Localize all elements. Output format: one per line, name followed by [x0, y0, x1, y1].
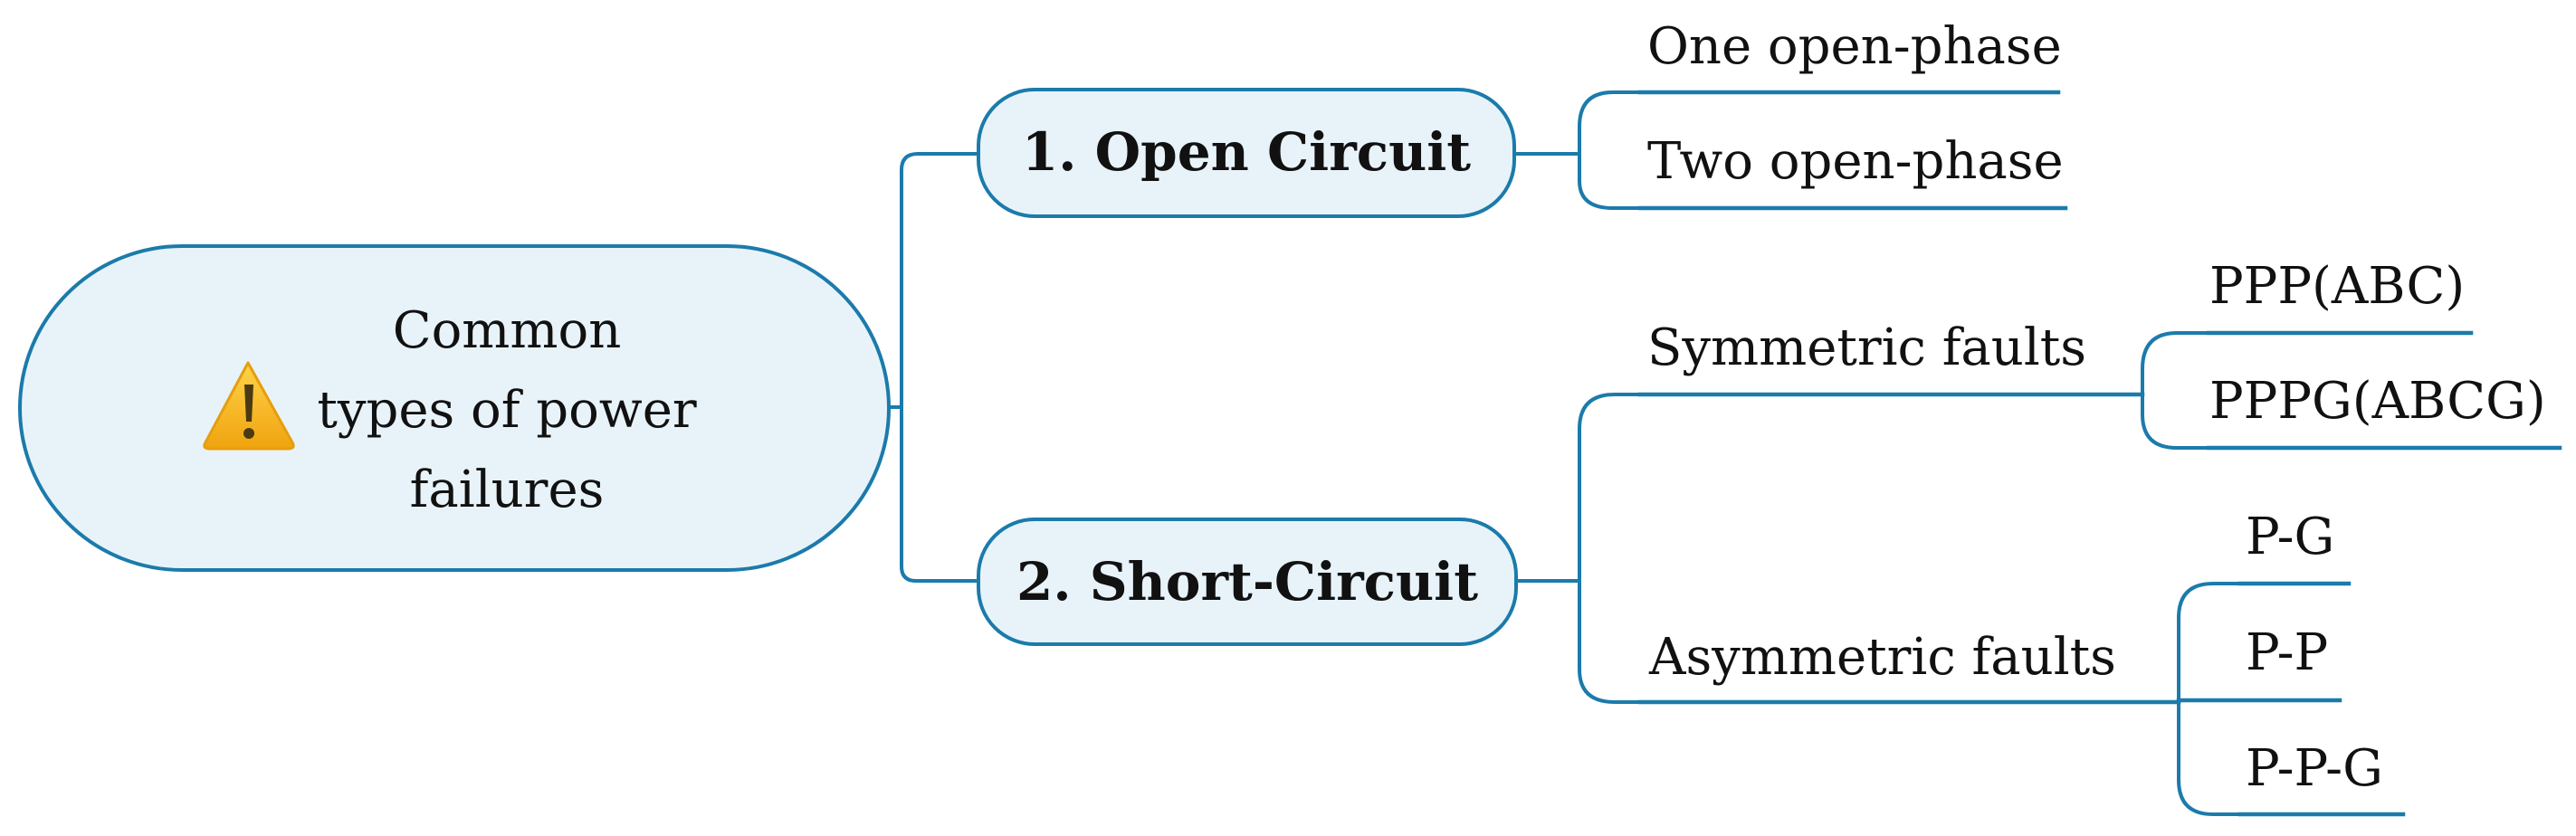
open-circuit-node [977, 88, 1516, 218]
leaf-p-p: P-P [2246, 623, 2328, 682]
group-asymmetric-faults: Asymmetric faults [1648, 628, 2116, 687]
leaf-p-p-g: P-P-G [2246, 739, 2383, 798]
open-circuit-label: 1. Open Circuit [1022, 121, 1471, 183]
leaf-p-g: P-G [2246, 508, 2334, 566]
short-circuit-label: 2. Short-Circuit [1016, 551, 1478, 613]
connector-root-branches [887, 152, 979, 583]
warning-icon [203, 361, 295, 451]
group-symmetric-faults: Symmetric faults [1647, 318, 2086, 377]
leaf-one-open-phase: One open-phase [1647, 17, 2062, 76]
connector-short-circuit [1514, 393, 1642, 704]
short-circuit-node [977, 518, 1518, 646]
root-title-line-3: failures [410, 461, 605, 519]
root-node [18, 244, 891, 572]
leaf-ppp-abc: PPP(ABC) [2209, 257, 2465, 316]
leaf-pppg-abcg: PPPG(ABCG) [2209, 372, 2546, 431]
connector-open-circuit [1512, 90, 1642, 210]
leaf-two-open-phase: Two open-phase [1647, 132, 2064, 191]
root-title-line-1: Common [393, 301, 622, 360]
root-title-line-2: types of power [317, 381, 697, 440]
connector-symmetric [2073, 331, 2210, 450]
